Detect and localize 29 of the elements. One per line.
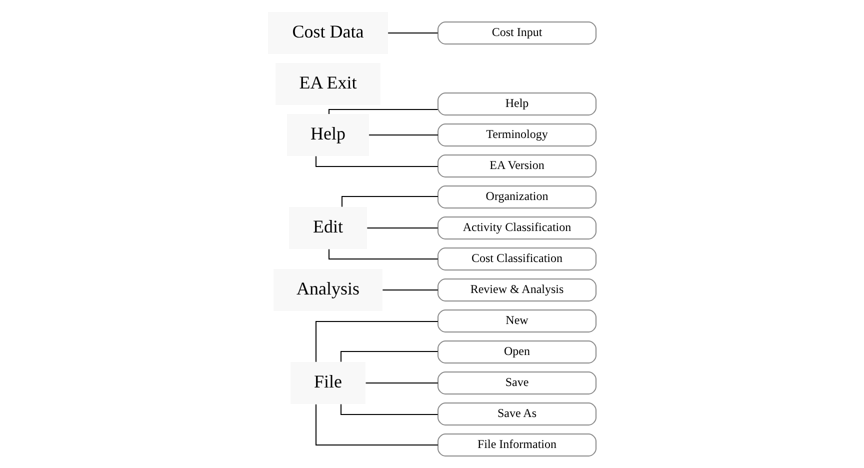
node-box: Cost Classification [438, 248, 596, 270]
connector [316, 156, 438, 167]
connector [368, 134, 438, 136]
connector [340, 351, 438, 362]
connector [342, 196, 438, 208]
node-box: Help [438, 92, 596, 116]
connector [388, 32, 438, 34]
node-box: Save [438, 372, 596, 394]
connector [316, 321, 438, 362]
node-box: Save As [438, 402, 596, 426]
node-box: File [290, 362, 366, 404]
node-box: Organization [438, 186, 596, 208]
node-box: Terminology [438, 124, 596, 146]
connector [340, 404, 438, 415]
node-box: Cost Data [268, 12, 388, 54]
node-box: Activity Classification [438, 216, 596, 240]
node-box: Cost Input [438, 22, 596, 44]
connector [328, 248, 438, 260]
node-box: Edit [289, 207, 367, 249]
node-box: EA Version [438, 154, 596, 178]
node-box: New [438, 310, 596, 332]
node-box: Analysis [274, 269, 382, 311]
node-box: Open [438, 340, 596, 364]
connector [316, 404, 438, 446]
node-box: Review & Analysis [438, 278, 596, 302]
connector [365, 382, 438, 384]
connector [328, 109, 438, 114]
node-box: Help [287, 114, 369, 156]
node-box: File Information [438, 434, 596, 456]
